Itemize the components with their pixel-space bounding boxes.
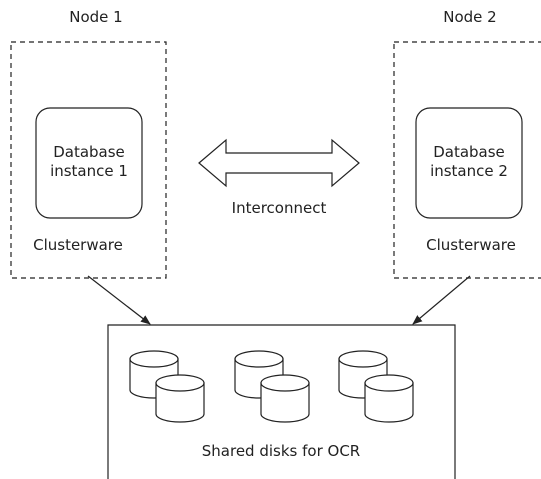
node2-container [393,41,541,279]
node2-database-label-line2: instance 2 [430,162,508,180]
node1-clusterware-label: Clusterware [33,236,123,254]
shared-storage-box [107,324,456,479]
node1-database-label-line1: Database [53,143,125,161]
node2-clusterware-label: Clusterware [426,236,516,254]
interconnect-double-arrow [198,138,360,188]
node2-to-storage-arrow [412,275,471,325]
shared-disks-label: Shared disks for OCR [201,442,361,460]
disk-1-front [155,374,205,423]
disk-3-front [364,374,414,423]
node2-title: Node 2 [443,8,497,26]
node1-container [10,41,167,279]
interconnect-label: Interconnect [231,199,327,217]
node2-database-label-line1: Database [433,143,505,161]
node2-database-instance-box [415,107,523,219]
node1-database-instance-box [35,107,143,219]
node1-database-label-line2: instance 1 [50,162,128,180]
disk-2-front [260,374,310,423]
node1-to-storage-arrow [87,275,151,325]
node1-title: Node 1 [69,8,123,26]
